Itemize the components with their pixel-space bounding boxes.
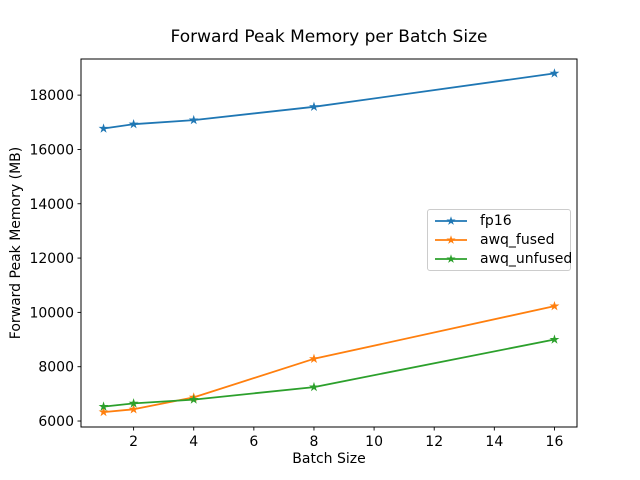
data-point-star-icon — [309, 381, 319, 392]
x-tick-label: 2 — [129, 434, 138, 450]
y-tick-label: 18000 — [29, 88, 74, 104]
data-point-star-icon — [128, 404, 139, 414]
series-line-awq_fused — [102, 305, 556, 414]
y-tick-label: 8000 — [38, 360, 74, 376]
data-point-star-icon — [549, 334, 560, 344]
x-tick-label: 14 — [485, 434, 503, 450]
x-axis-label: Batch Size — [292, 451, 366, 467]
series-line-awq_unfused — [102, 338, 556, 408]
x-tick-label: 16 — [546, 434, 564, 450]
x-tick-label: 12 — [425, 434, 443, 450]
chart-title: Forward Peak Memory per Batch Size — [170, 27, 488, 47]
legend-item-awq-unfused: awq_unfused — [434, 249, 573, 268]
data-point-star-icon — [309, 353, 319, 364]
series-line-fp16 — [102, 72, 556, 130]
axes-spines — [80, 58, 578, 428]
x-tick-label: 4 — [189, 434, 198, 450]
data-point-star-icon — [549, 68, 560, 78]
data-point-star-icon — [128, 398, 139, 408]
legend-item-fp16: fp16 — [434, 212, 570, 231]
legend-item-awq-fused: awq_fused — [434, 231, 570, 250]
line-star-marker-icon — [435, 235, 467, 244]
data-point-star-icon — [549, 300, 560, 311]
data-point-star-icon — [128, 118, 139, 129]
legend: fp16 awq_fused awq_unfused — [427, 209, 573, 271]
x-tick-label: 6 — [249, 434, 258, 450]
y-tick-label: 14000 — [29, 197, 74, 213]
y-tick-label: 16000 — [29, 142, 74, 158]
data-point-star-icon — [188, 114, 199, 125]
data-point-star-icon — [188, 394, 199, 404]
y-tick-label: 6000 — [38, 414, 74, 430]
line-star-marker-icon — [435, 253, 467, 263]
data-point-star-icon — [98, 123, 109, 133]
data-point-star-icon — [309, 101, 319, 112]
legend-label: awq_fused — [480, 232, 555, 248]
data-point-star-icon — [98, 401, 109, 411]
y-tick-label: 10000 — [29, 305, 74, 321]
x-tick-label: 8 — [310, 434, 319, 450]
line-star-marker-icon — [435, 216, 467, 226]
legend-label: awq_unfused — [480, 250, 573, 267]
x-tick-label: 10 — [365, 434, 383, 450]
legend-label: fp16 — [480, 213, 512, 230]
y-tick-label: 12000 — [29, 251, 74, 267]
data-point-star-icon — [98, 406, 109, 417]
